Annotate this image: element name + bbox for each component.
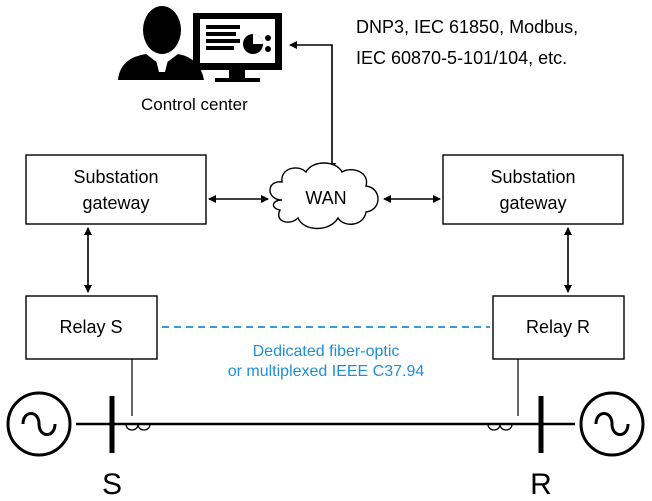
protocols-line-1: DNP3, IEC 61850, Modbus, — [356, 17, 578, 37]
operator-icon — [118, 6, 204, 80]
gateway-right-line2: gateway — [499, 193, 566, 213]
wan-label: WAN — [305, 188, 346, 208]
relay-s-label: Relay S — [59, 317, 122, 337]
generator-icon — [579, 391, 645, 457]
relay-r-label: Relay R — [526, 317, 590, 337]
control-center-label: Control center — [141, 95, 248, 114]
gateway-left-line2: gateway — [82, 193, 149, 213]
monitor-icon — [193, 13, 282, 82]
control-center-wan-link — [289, 41, 336, 171]
link-label-line2: or multiplexed IEEE C37.94 — [228, 363, 425, 380]
generator-icon — [6, 391, 72, 457]
wan-cloud — [269, 162, 379, 230]
bus-r-label: R — [530, 468, 552, 501]
protocols-line-2: IEC 60870-5-101/104, etc. — [356, 48, 567, 68]
link-label-line1: Dedicated fiber-optic — [253, 343, 400, 360]
gateway-right-line1: Substation — [490, 167, 575, 187]
current-transformer-icon — [125, 423, 151, 431]
gateway-left-line1: Substation — [73, 167, 158, 187]
relay-s-box — [25, 295, 158, 360]
gateway-left-box — [25, 154, 207, 225]
bus-s-label: S — [102, 468, 122, 501]
gateway-right-box — [442, 154, 624, 225]
current-transformer-icon — [487, 423, 513, 431]
relay-r-box — [492, 295, 625, 360]
